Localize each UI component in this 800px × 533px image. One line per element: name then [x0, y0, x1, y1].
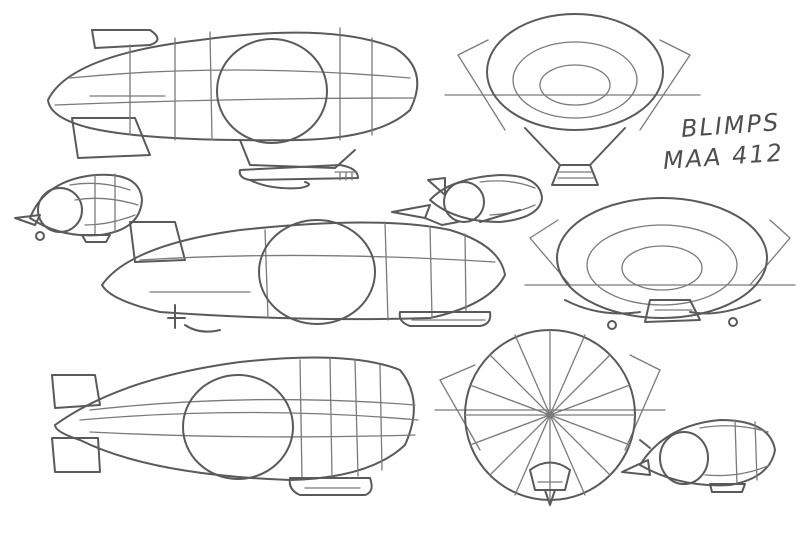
- blimp-front-top-right: [444, 13, 701, 186]
- blimp-side-large-top: [47, 27, 419, 190]
- blimp-front-ribbed-bottom: [434, 329, 666, 506]
- blimp-front-middle-right: [524, 197, 796, 330]
- blimp-side-bottom: [51, 356, 419, 496]
- blimp-side-middle: [101, 219, 506, 333]
- blimp-small-bottom-right: [621, 419, 776, 493]
- blimp-small-left: [14, 173, 143, 243]
- blimp-small-center: [391, 174, 543, 226]
